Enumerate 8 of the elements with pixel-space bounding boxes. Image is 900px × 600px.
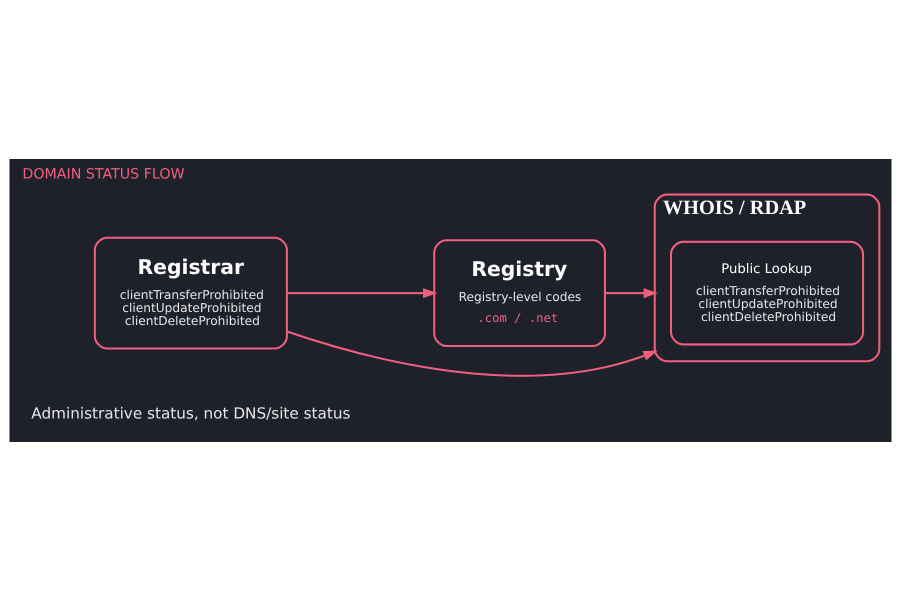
node-box: Registry Registry-level codes .com / .net [432,238,606,346]
node-box: Registrar clientTransferProhibited clientUpdateProhibited clientDeleteProhibited [93,236,288,350]
diagram-title: DOMAIN STATUS FLOW [22,166,184,182]
arrow [286,288,437,298]
node-box: Public Lookup clientTransferProhibited clientUpdateProhibited clientDeleteProhibited [670,240,864,345]
arrow [604,288,658,298]
caption: Administrative status, not DNS/site status [30,404,350,422]
arrow [286,330,658,376]
